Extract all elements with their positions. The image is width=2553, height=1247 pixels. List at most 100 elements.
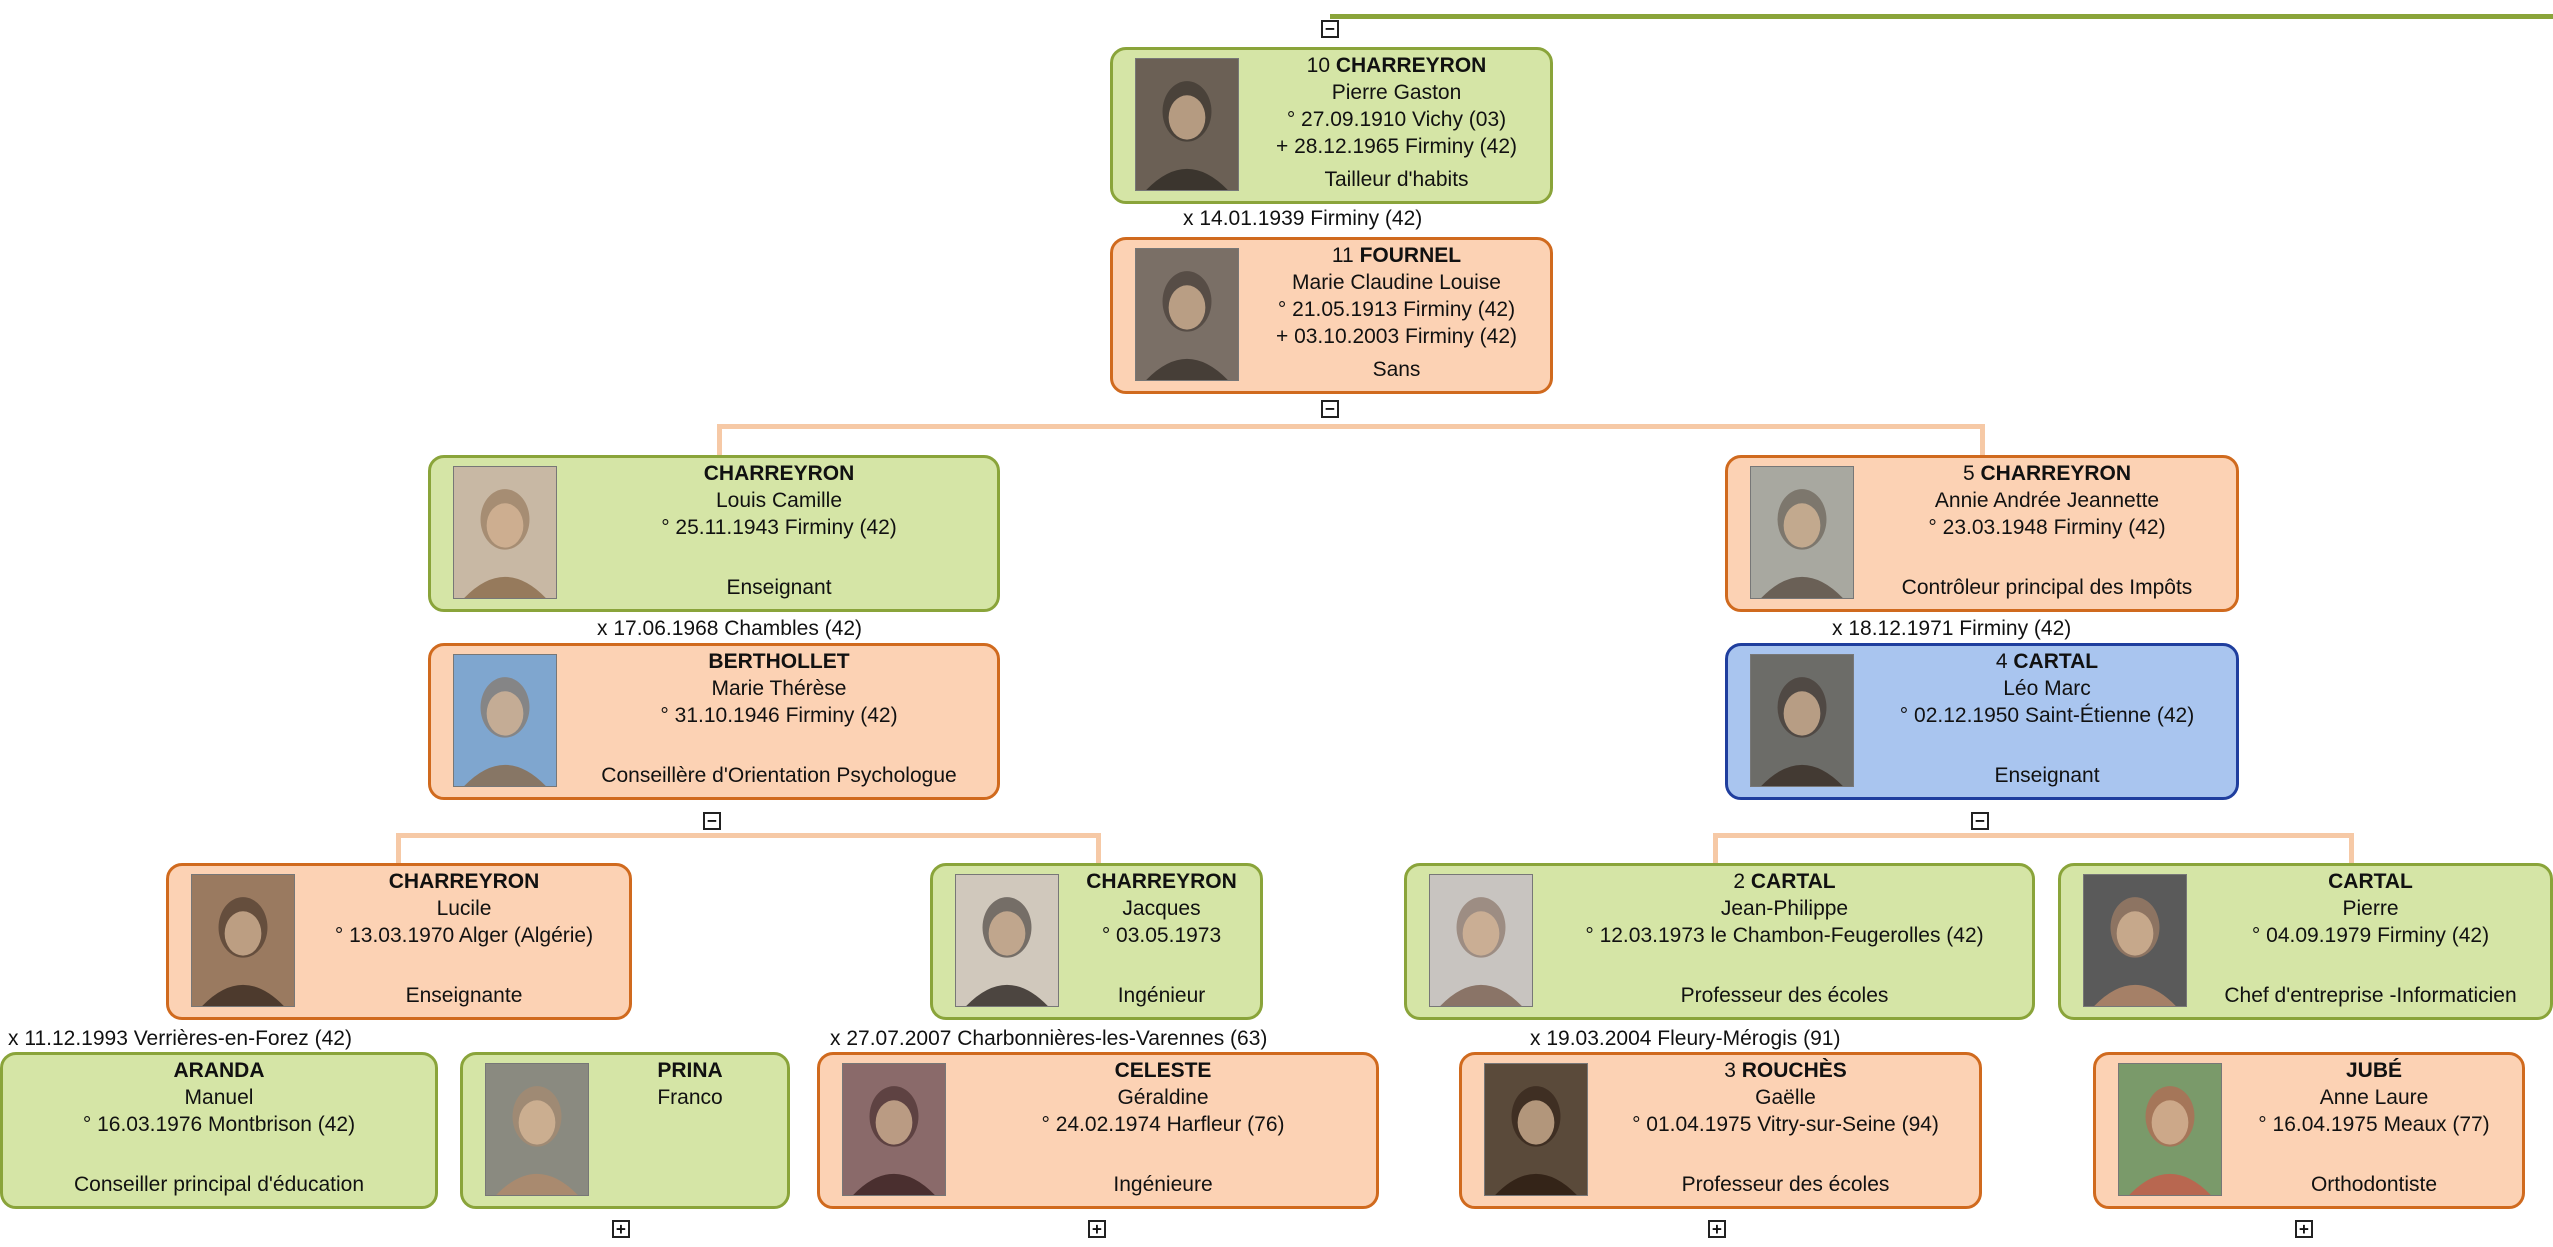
- person-given-names: Lucile: [436, 897, 492, 920]
- link-gen3-right: [1713, 833, 2354, 838]
- collapse-toggle[interactable]: −: [1321, 400, 1339, 418]
- person-surname: BERTHOLLET: [708, 650, 850, 673]
- occupation: Enseignante: [405, 984, 523, 1007]
- person-surname: ROUCHÈS: [1741, 1059, 1847, 1082]
- sosa-number: 11: [1331, 244, 1354, 267]
- person-info: ARANDA Manuel ° 16.03.1976 Montbrison (42): [13, 1057, 425, 1138]
- portrait-photo: [1135, 58, 1239, 191]
- person-given-names: Pierre: [2342, 897, 2399, 920]
- person-heading: CHARREYRON: [1073, 868, 1250, 895]
- sosa-number: 4: [1995, 650, 2008, 673]
- expand-toggle[interactable]: +: [1088, 1220, 1106, 1238]
- person-card[interactable]: CHARREYRON Lucile ° 13.03.1970 Alger (Algé…: [166, 863, 632, 1020]
- expand-toggle[interactable]: +: [1708, 1220, 1726, 1238]
- occupation: Sans: [1372, 358, 1421, 381]
- occupation: Enseignant: [726, 576, 832, 599]
- death-info: + 28.12.1965 Firminy (42): [1275, 135, 1518, 158]
- portrait-photo: [453, 466, 557, 599]
- top-link-line: [1330, 14, 2553, 19]
- marriage-label: x 19.03.2004 Fleury-Mérogis (91): [1530, 1027, 1841, 1050]
- collapse-toggle[interactable]: −: [1321, 20, 1339, 38]
- collapse-toggle[interactable]: −: [1971, 812, 1989, 830]
- person-given-names: Jean-Philippe: [1720, 897, 1849, 920]
- person-info: 11 FOURNEL Marie Claudine Louise ° 21.05.1…: [1253, 242, 1540, 350]
- person-surname: PRINA: [657, 1059, 723, 1082]
- expand-toggle[interactable]: +: [612, 1220, 630, 1238]
- person-surname: CELESTE: [1114, 1059, 1212, 1082]
- portrait-photo: [2118, 1063, 2222, 1196]
- person-info: CHARREYRON Jacques ° 03.05.1973: [1073, 868, 1250, 949]
- portrait-photo: [1484, 1063, 1588, 1196]
- person-given-names: Jacques: [1122, 897, 1201, 920]
- occupation: Enseignant: [1994, 764, 2100, 787]
- birth-info: ° 23.03.1948 Firminy (42): [1928, 516, 2166, 539]
- marriage-label: x 27.07.2007 Charbonnières-les-Varennes …: [830, 1027, 1268, 1050]
- person-card[interactable]: ARANDA Manuel ° 16.03.1976 Montbrison (42)…: [0, 1052, 438, 1209]
- birth-info: ° 16.04.1975 Meaux (77): [2258, 1113, 2490, 1136]
- person-given-names: Pierre Gaston: [1331, 81, 1462, 104]
- person-heading: CHARREYRON: [309, 868, 619, 895]
- sosa-number: 5: [1962, 462, 1975, 485]
- person-heading: ARANDA: [13, 1057, 425, 1084]
- person-heading: 5 CHARREYRON: [1868, 460, 2226, 487]
- person-card[interactable]: 3 ROUCHÈS Gaëlle ° 01.04.1975 Vitry-sur-Se…: [1459, 1052, 1982, 1209]
- person-given-names: Marie Claudine Louise: [1292, 271, 1501, 294]
- birth-info: ° 12.03.1973 le Chambon-Feugerolles (42): [1585, 924, 1984, 947]
- person-surname: CHARREYRON: [388, 870, 540, 893]
- birth-info: ° 16.03.1976 Montbrison (42): [82, 1113, 356, 1136]
- person-surname: CARTAL: [1750, 870, 1836, 893]
- person-heading: 2 CARTAL: [1547, 868, 2022, 895]
- person-surname: CHARREYRON: [1086, 870, 1237, 893]
- occupation: Ingénieur: [1117, 984, 1206, 1007]
- person-given-names: Manuel: [184, 1086, 254, 1109]
- occupation: Orthodontiste: [2310, 1173, 2438, 1196]
- person-info: BERTHOLLET Marie Thérèse ° 31.10.1946 Firm…: [571, 648, 987, 729]
- sosa-number: 2: [1733, 870, 1746, 893]
- collapse-toggle[interactable]: −: [703, 812, 721, 830]
- birth-info: ° 01.04.1975 Vitry-sur-Seine (94): [1632, 1113, 1939, 1136]
- sosa-number: 3: [1724, 1059, 1736, 1082]
- birth-info: ° 03.05.1973: [1101, 924, 1222, 947]
- portrait-photo: [842, 1063, 946, 1196]
- person-given-names: Marie Thérèse: [711, 677, 847, 700]
- expand-toggle[interactable]: +: [2295, 1220, 2313, 1238]
- person-given-names: Léo Marc: [2003, 677, 2091, 700]
- person-info: CHARREYRON Lucile ° 13.03.1970 Alger (Algé…: [309, 868, 619, 949]
- person-card[interactable]: 11 FOURNEL Marie Claudine Louise ° 21.05.1…: [1110, 237, 1553, 394]
- marriage-label: x 17.06.1968 Chambles (42): [597, 617, 862, 640]
- person-heading: CELESTE: [960, 1057, 1366, 1084]
- person-surname: CHARREYRON: [1980, 462, 2132, 485]
- person-surname: CHARREYRON: [1335, 54, 1487, 77]
- birth-info: ° 31.10.1946 Firminy (42): [660, 704, 898, 727]
- link-gen3-left: [396, 833, 1101, 838]
- person-card[interactable]: BERTHOLLET Marie Thérèse ° 31.10.1946 Firm…: [428, 643, 1000, 800]
- portrait-photo: [191, 874, 295, 1007]
- person-heading: CHARREYRON: [571, 460, 987, 487]
- birth-info: ° 13.03.1970 Alger (Algérie): [334, 924, 594, 947]
- marriage-label: x 14.01.1939 Firminy (42): [1183, 207, 1423, 230]
- marriage-label: x 18.12.1971 Firminy (42): [1832, 617, 2072, 640]
- person-surname: ARANDA: [173, 1059, 265, 1082]
- occupation: Ingénieure: [1113, 1173, 1213, 1196]
- person-surname: FOURNEL: [1359, 244, 1462, 267]
- portrait-photo: [485, 1063, 589, 1196]
- birth-info: ° 21.05.1913 Firminy (42): [1277, 298, 1516, 321]
- birth-info: ° 27.09.1910 Vichy (03): [1286, 108, 1507, 131]
- portrait-photo: [1429, 874, 1533, 1007]
- person-heading: PRINA: [603, 1057, 777, 1084]
- person-given-names: Gaëlle: [1755, 1086, 1816, 1109]
